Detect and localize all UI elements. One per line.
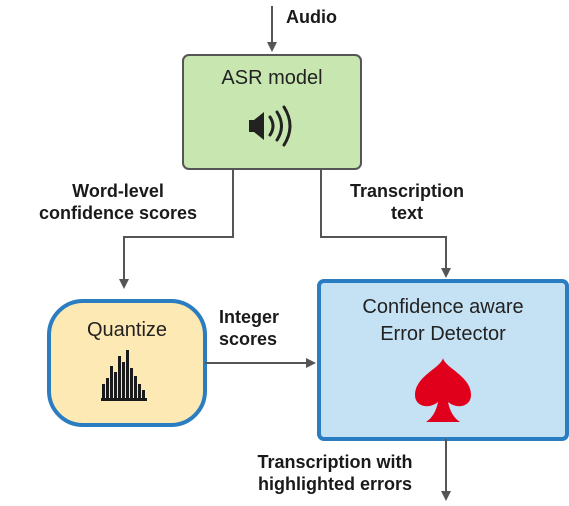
confidence-scores-arrow bbox=[119, 169, 234, 289]
asr-model-title: ASR model bbox=[221, 67, 323, 89]
error-detector-title: Confidence aware Error Detector bbox=[362, 296, 524, 345]
transcription-text-label: Transcription text bbox=[349, 181, 465, 223]
quantize-title: Quantize bbox=[86, 319, 168, 341]
word-level-label: Word-level confidence scores bbox=[38, 181, 198, 223]
audio-label: Audio bbox=[286, 7, 337, 27]
output-label: Transcription with highlighted errors bbox=[257, 452, 413, 494]
histogram-icon bbox=[101, 350, 147, 401]
asr-model-box bbox=[182, 54, 362, 170]
speaker-icon bbox=[249, 105, 292, 147]
transcription-text-arrow bbox=[320, 169, 451, 278]
integer-scores-label: Integer scores bbox=[219, 307, 280, 349]
spade-icon bbox=[415, 358, 471, 422]
